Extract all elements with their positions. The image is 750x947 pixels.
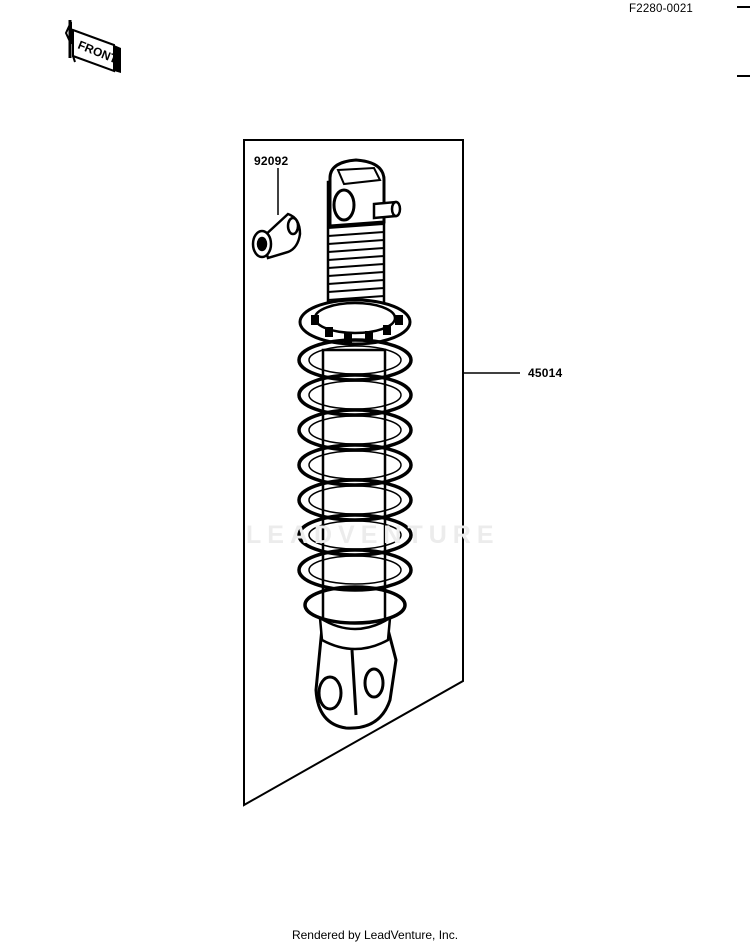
edge-mark	[737, 75, 750, 77]
part-number-92092[interactable]: 92092	[254, 154, 289, 168]
front-arrow-icon: FRONT	[64, 20, 121, 73]
bushing-part	[251, 212, 302, 260]
edge-mark	[737, 6, 750, 8]
diagram-code: F2280-0021	[629, 3, 694, 15]
footer-credit: Rendered by LeadVenture, Inc.	[291, 928, 459, 942]
shock-absorber-part	[297, 158, 413, 730]
watermark: LEADVENTURE	[246, 521, 500, 549]
part-number-45014[interactable]: 45014	[528, 366, 563, 380]
assembly-frame	[243, 139, 464, 807]
